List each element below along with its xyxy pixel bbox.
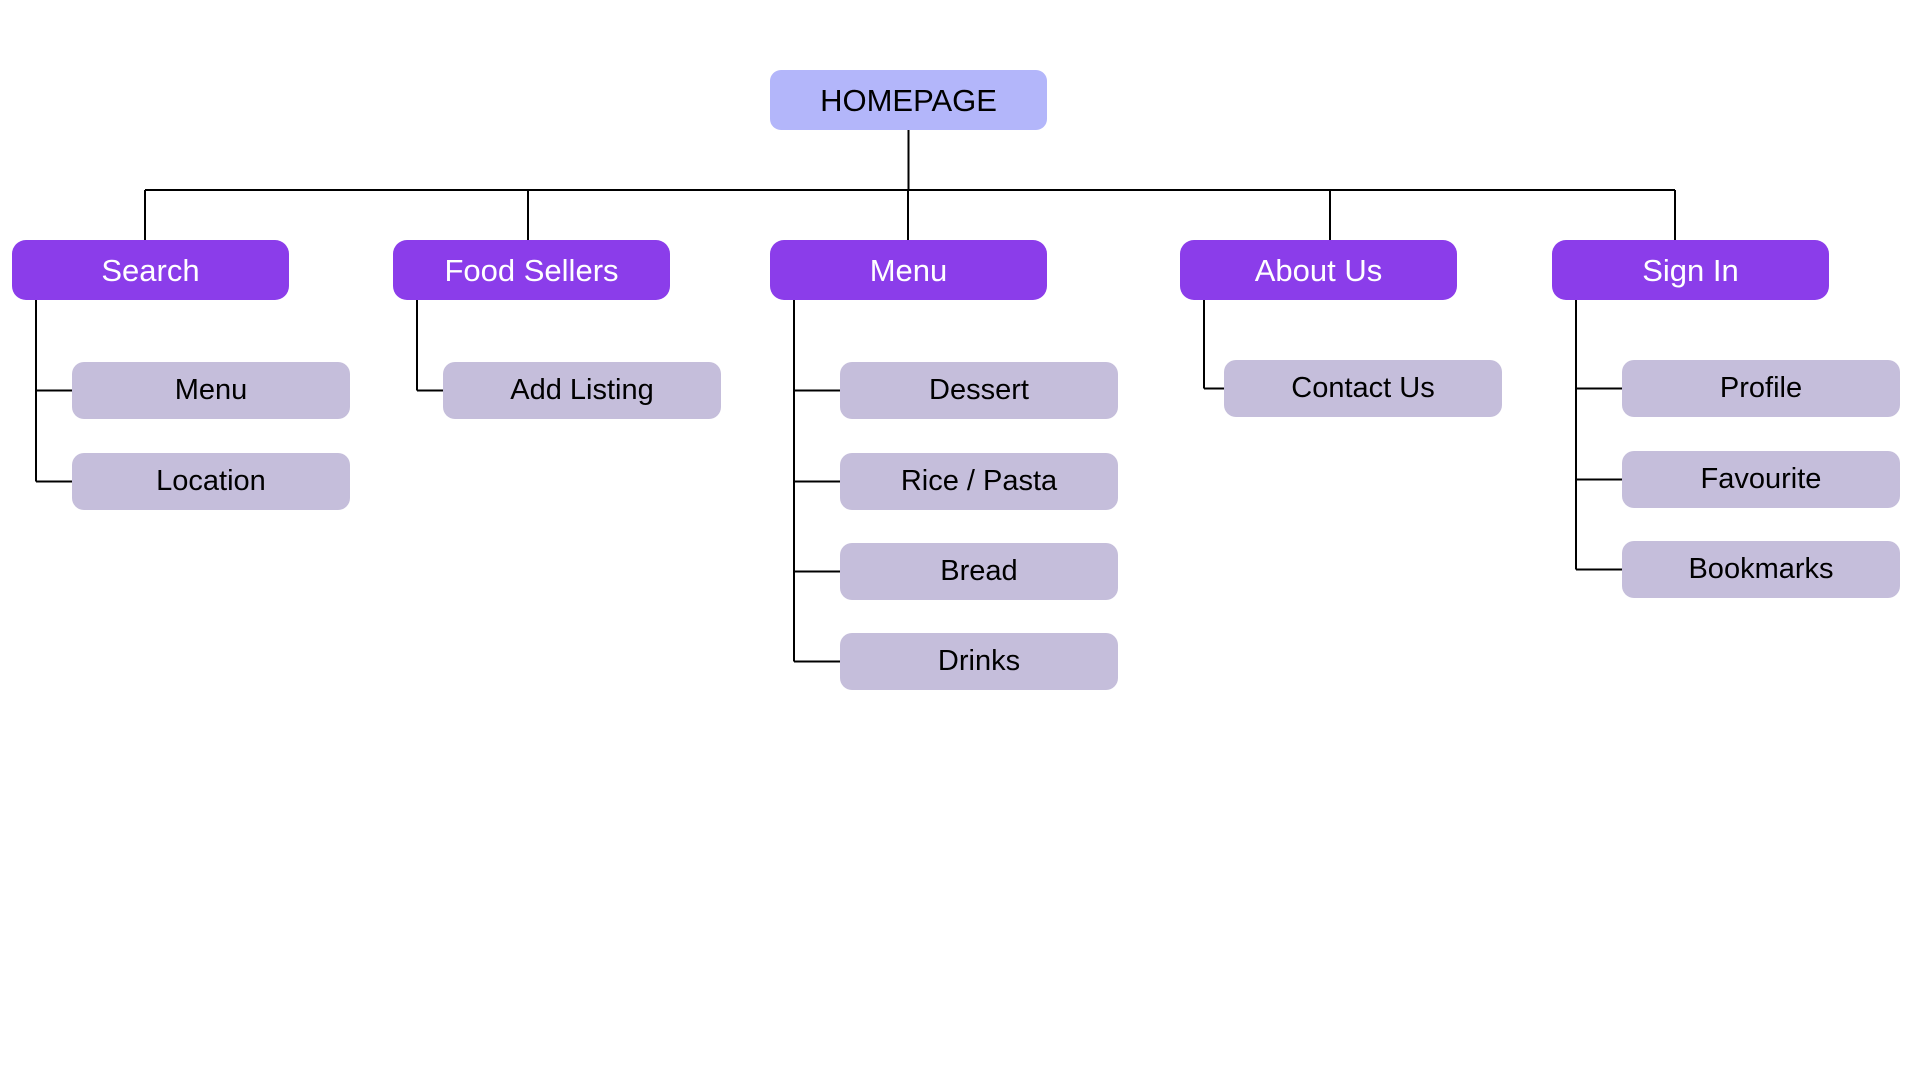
node-menu-child-2[interactable]: Bread <box>840 543 1118 600</box>
node-search-child-0[interactable]: Menu <box>72 362 350 419</box>
node-food-sellers-child-0-label: Add Listing <box>510 374 654 406</box>
node-homepage-label: HOMEPAGE <box>820 82 997 118</box>
node-menu-child-1-label: Rice / Pasta <box>900 465 1058 497</box>
node-search-label: Search <box>101 252 200 288</box>
node-about-us-label: About Us <box>1254 252 1383 288</box>
node-search-child-1-label: Location <box>156 465 266 497</box>
node-food-sellers[interactable]: Food Sellers <box>393 240 670 300</box>
node-sign-in-child-0[interactable]: Profile <box>1622 360 1900 417</box>
node-sign-in-child-2-label: Bookmarks <box>1688 553 1834 585</box>
node-sign-in-child-1-label: Favourite <box>1700 463 1822 495</box>
node-menu-child-3-label: Drinks <box>937 645 1021 677</box>
node-menu-label: Menu <box>869 252 948 288</box>
node-menu[interactable]: Menu <box>770 240 1047 300</box>
node-search-child-1[interactable]: Location <box>72 453 350 510</box>
node-menu-child-1[interactable]: Rice / Pasta <box>840 453 1118 510</box>
node-sign-in[interactable]: Sign In <box>1552 240 1829 300</box>
node-menu-child-2-label: Bread <box>940 555 1018 587</box>
node-about-us-child-0[interactable]: Contact Us <box>1224 360 1502 417</box>
node-sign-in-label: Sign In <box>1642 252 1739 288</box>
node-sign-in-child-0-label: Profile <box>1719 372 1803 404</box>
node-about-us[interactable]: About Us <box>1180 240 1457 300</box>
node-about-us-child-0-label: Contact Us <box>1291 372 1435 404</box>
node-menu-child-0[interactable]: Dessert <box>840 362 1118 419</box>
node-food-sellers-label: Food Sellers <box>444 252 619 288</box>
node-sign-in-child-2[interactable]: Bookmarks <box>1622 541 1900 598</box>
node-menu-child-3[interactable]: Drinks <box>840 633 1118 690</box>
node-homepage[interactable]: HOMEPAGE <box>770 70 1047 130</box>
node-menu-child-0-label: Dessert <box>929 374 1029 406</box>
node-search[interactable]: Search <box>12 240 289 300</box>
node-sign-in-child-1[interactable]: Favourite <box>1622 451 1900 508</box>
node-search-child-0-label: Menu <box>174 374 248 406</box>
node-food-sellers-child-0[interactable]: Add Listing <box>443 362 721 419</box>
